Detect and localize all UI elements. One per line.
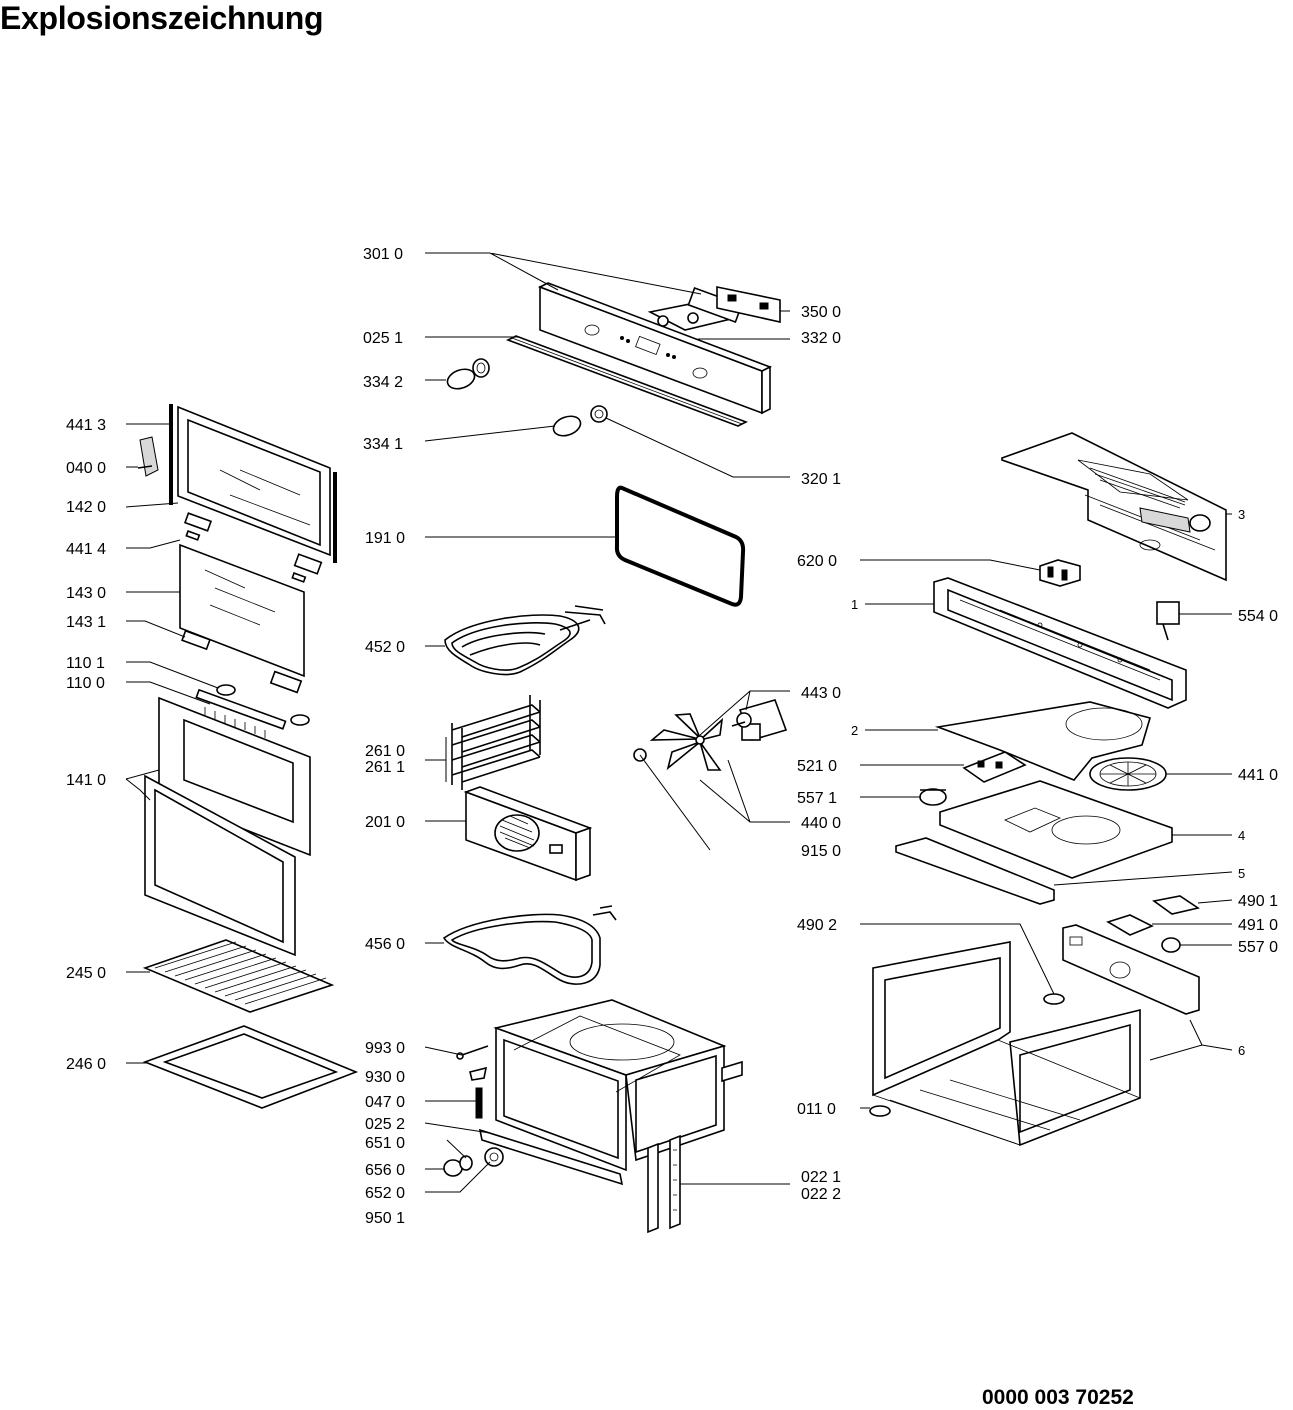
part-oven-cavity (493, 999, 743, 1172)
label-3: 3 (1238, 507, 1245, 522)
label-022-1: 022 1 (801, 1169, 841, 1186)
label-930-0: 930 0 (365, 1069, 405, 1086)
label-110-0: 110 0 (66, 675, 105, 692)
label-246-0: 246 0 (66, 1056, 106, 1073)
part-door-seal (614, 485, 746, 607)
label-191-0: 191 0 (365, 530, 405, 547)
part-switch-521 (962, 751, 1027, 783)
label-441-4: 441 4 (66, 541, 106, 558)
label-332-0: 332 0 (801, 330, 841, 347)
label-456-0: 456 0 (365, 936, 405, 953)
part-fan-blade (633, 713, 724, 771)
part-frame-1 (933, 577, 1187, 709)
label-6: 6 (1238, 1043, 1245, 1058)
label-2: 2 (851, 723, 858, 738)
label-521-0: 521 0 (797, 758, 837, 775)
part-side-rails (647, 1134, 681, 1234)
label-652-0: 652 0 (365, 1185, 405, 1202)
label-141-0: 141 0 (66, 772, 106, 789)
label-441-3: 441 3 (66, 417, 106, 434)
part-control-panel (538, 282, 772, 415)
part-small-hardware (456, 1045, 624, 1186)
label-350-0: 350 0 (801, 304, 841, 321)
part-plate-5 (895, 837, 1055, 905)
part-side-racks (451, 695, 541, 790)
part-door-handle (195, 684, 310, 738)
label-950-1: 950 1 (365, 1210, 405, 1227)
label-491-0: 491 0 (1238, 917, 1278, 934)
label-554-0: 554 0 (1238, 608, 1278, 625)
document-number: 0000 003 70252 (982, 1386, 1134, 1409)
part-hinges (181, 512, 323, 694)
part-fan-motor (731, 699, 788, 741)
part-sensor-554 (1156, 601, 1180, 641)
label-915-0: 915 0 (801, 843, 841, 860)
label-490-1: 490 1 (1238, 893, 1278, 910)
part-thermostat-557 (919, 788, 947, 806)
label-490-2: 490 2 (797, 917, 837, 934)
part-top-cover (1001, 432, 1227, 582)
part-switch-module (647, 286, 781, 331)
part-cabinet-frame (869, 941, 1142, 1147)
label-440-0: 440 0 (801, 815, 841, 832)
part-labels: 301 0 350 0 025 1 332 0 334 2 334 1 320 … (66, 246, 1278, 1227)
label-040-0: 040 0 (66, 460, 106, 477)
label-022-2: 022 2 (801, 1186, 841, 1203)
part-plate-2 (934, 701, 1152, 781)
part-baking-tray (142, 1025, 359, 1109)
part-glass-pane (179, 543, 305, 678)
part-plate-4 (939, 780, 1173, 879)
part-rear-panel (463, 786, 593, 882)
label-1: 1 (851, 597, 858, 612)
label-025-2: 025 2 (365, 1116, 405, 1133)
label-047-0: 047 0 (365, 1094, 405, 1111)
part-knob-bottom (443, 1147, 504, 1177)
part-electronics-490 (1106, 895, 1200, 953)
label-443-0: 443 0 (801, 685, 841, 702)
label-011-0: 011 0 (797, 1101, 836, 1118)
label-441-0: 441 0 (1238, 767, 1278, 784)
part-connector-box (1039, 559, 1081, 587)
page-title: Explosionszeichnung (0, 0, 324, 36)
part-door-inner-frame (137, 404, 337, 563)
label-557-1: 557 1 (797, 790, 837, 807)
part-back-panel-6 (1062, 924, 1200, 1015)
label-301-0: 301 0 (363, 246, 403, 263)
label-142-0: 142 0 (66, 499, 106, 516)
label-557-0: 557 0 (1238, 939, 1278, 956)
label-245-0: 245 0 (66, 965, 106, 982)
label-334-1: 334 1 (363, 436, 403, 453)
label-110-1: 110 1 (66, 655, 105, 672)
label-143-1: 143 1 (66, 614, 106, 631)
part-top-heater (444, 605, 606, 676)
label-261-1: 261 1 (365, 759, 405, 776)
label-651-0: 651 0 (365, 1135, 405, 1152)
label-993-0: 993 0 (365, 1040, 405, 1057)
label-320-1: 320 1 (801, 471, 841, 488)
label-261-0: 261 0 (365, 743, 405, 760)
label-5: 5 (1238, 866, 1245, 881)
part-knob-upper (446, 358, 490, 390)
part-grill-grid (142, 939, 335, 1013)
label-452-0: 452 0 (365, 639, 405, 656)
label-143-0: 143 0 (66, 585, 106, 602)
label-201-0: 201 0 (365, 814, 405, 831)
leader-lines (125, 252, 1233, 1193)
part-fan-wheel-441 (1089, 757, 1167, 791)
label-656-0: 656 0 (365, 1162, 405, 1179)
label-620-0: 620 0 (797, 553, 837, 570)
label-025-1: 025 1 (363, 330, 403, 347)
part-knob-lower (552, 405, 608, 437)
part-outer-door (144, 696, 311, 957)
label-334-2: 334 2 (363, 374, 403, 391)
part-bottom-heater (442, 905, 617, 985)
label-4: 4 (1238, 828, 1245, 843)
